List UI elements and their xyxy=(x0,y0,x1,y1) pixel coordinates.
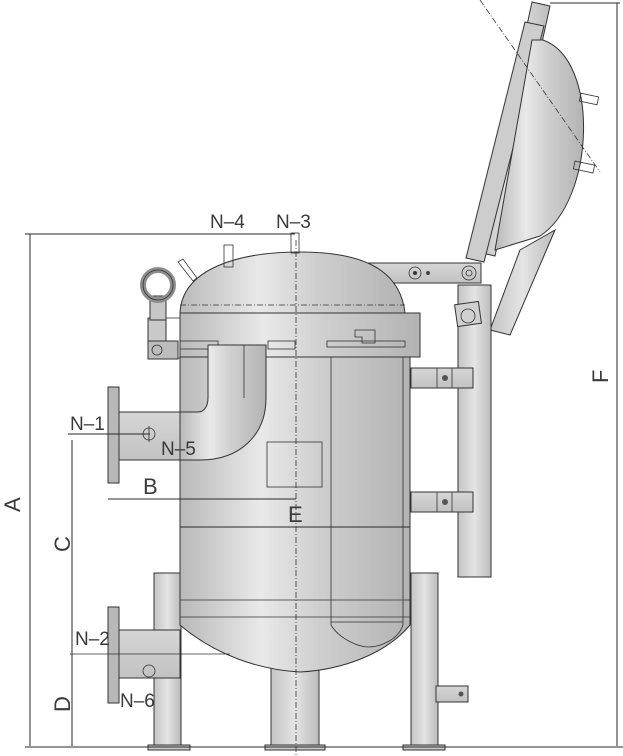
hinge-bolt xyxy=(426,271,430,275)
hinge-pin-3 xyxy=(460,308,476,324)
hinge-pin-1-center xyxy=(413,271,417,275)
label-n2: N–2 xyxy=(75,629,110,650)
lid-centerline xyxy=(479,0,601,173)
label-dim-b: B xyxy=(143,474,158,499)
nameplate xyxy=(266,441,323,488)
lid-nozzle-lower xyxy=(572,160,596,174)
inlet-nozzle-n1 xyxy=(107,386,181,484)
inlet-flange xyxy=(107,386,120,484)
lid-dome xyxy=(494,39,585,251)
bracket-bolt-upper xyxy=(442,375,448,381)
vessel-body xyxy=(140,232,421,756)
open-lid xyxy=(465,0,601,336)
label-dim-c: C xyxy=(50,536,75,552)
leg-right xyxy=(410,572,439,746)
hinge-column xyxy=(364,262,492,578)
label-dim-a: A xyxy=(0,497,25,512)
filter-basket xyxy=(330,345,404,648)
lid-arm xyxy=(489,228,557,336)
bracket-plate-upper xyxy=(436,367,453,389)
label-n6: N–6 xyxy=(120,691,155,712)
hinge-pin-1 xyxy=(408,266,422,280)
lid-nozzle-upper xyxy=(578,92,600,106)
relief-valve xyxy=(177,258,198,282)
hinge-pin-2-center xyxy=(465,269,473,277)
label-dim-f: F xyxy=(588,370,613,383)
labels: N–4 N–3 N–1 N–5 N–2 N–6 B E A C D F xyxy=(0,212,613,712)
outlet-nozzle-n2 xyxy=(70,606,230,704)
label-dim-d: D xyxy=(50,696,75,712)
inlet-elbow xyxy=(179,344,267,461)
n6-drain-port xyxy=(142,664,156,678)
label-n4: N–4 xyxy=(210,212,245,233)
clamp-lower xyxy=(147,340,179,360)
clamp-pin xyxy=(151,344,163,356)
bracket-bolt-lower xyxy=(442,499,448,505)
eyebolt-ring-outline xyxy=(142,269,174,301)
basket-ring xyxy=(326,340,406,348)
label-n5: N–5 xyxy=(161,439,196,460)
hinge-lower-block xyxy=(454,300,482,328)
label-n1: N–1 xyxy=(70,414,105,435)
vessel-dome xyxy=(179,251,406,314)
gasket-hatch-right xyxy=(267,340,296,350)
nozzle-n4-pipe xyxy=(223,244,234,268)
nozzle-n3-pipe xyxy=(290,232,300,254)
hinge-pin-2 xyxy=(461,265,477,281)
label-dim-e: E xyxy=(288,502,303,527)
basket-handle xyxy=(354,329,376,344)
outlet-flange xyxy=(107,606,120,704)
bracket-plate-lower xyxy=(436,491,453,513)
label-n3: N–3 xyxy=(276,212,311,233)
clamp-block xyxy=(147,317,167,343)
hinge-post xyxy=(457,284,492,578)
leg-bracket xyxy=(435,685,469,703)
dimension-lines xyxy=(25,2,623,748)
leg-bracket-bolt xyxy=(458,691,464,697)
